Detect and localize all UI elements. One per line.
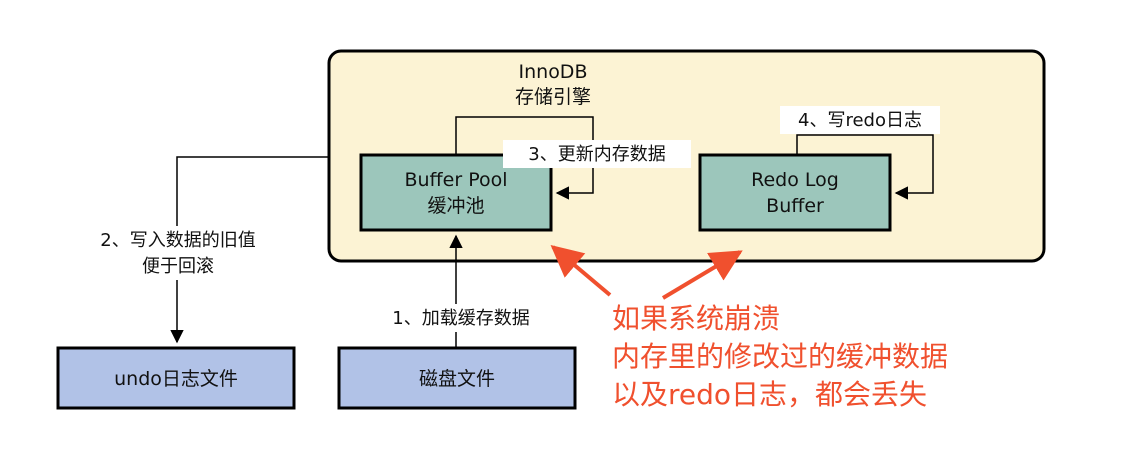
redo-log-buffer-label-line2: Buffer [766,195,824,217]
step2-label-line1: 2、写入数据的旧值 [100,230,255,251]
redo-log-buffer-label-line1: Redo Log [751,169,839,191]
disk-file-box [337,346,577,410]
step1-label: 1、加载缓存数据 [392,308,529,329]
step4-arrow [796,134,934,200]
step2-label-bg [78,226,278,280]
warning-line3: 以及redo日志，都会丢失 [612,378,927,411]
disk-file-label: 磁盘文件 [419,368,495,390]
step4-label: 4、写redo日志 [798,110,922,131]
step3-arrow [455,116,594,200]
warning-arrow-buffer-pool [550,244,612,297]
innodb-title-line1: InnoDB [519,61,588,83]
warning-arrow-redo-buffer [661,250,743,300]
buffer-pool-label-line1: Buffer Pool [404,169,507,191]
undo-file-box [56,346,296,410]
step3-label-bg [503,140,691,168]
step4-label-bg [780,106,940,134]
innodb-title-line2: 存储引擎 [515,86,591,108]
redo-log-buffer-box [698,153,892,232]
warning-line1: 如果系统崩溃 [612,302,780,335]
buffer-pool-label-line2: 缓冲池 [427,195,484,217]
step1-label-bg [372,304,550,332]
step3-label: 3、更新内存数据 [528,144,665,165]
undo-file-label: undo日志文件 [114,368,238,390]
warning-line2: 内存里的修改过的缓冲数据 [612,340,948,373]
step2-label-line2: 便于回滚 [142,256,214,277]
step2-arrow [170,156,329,344]
